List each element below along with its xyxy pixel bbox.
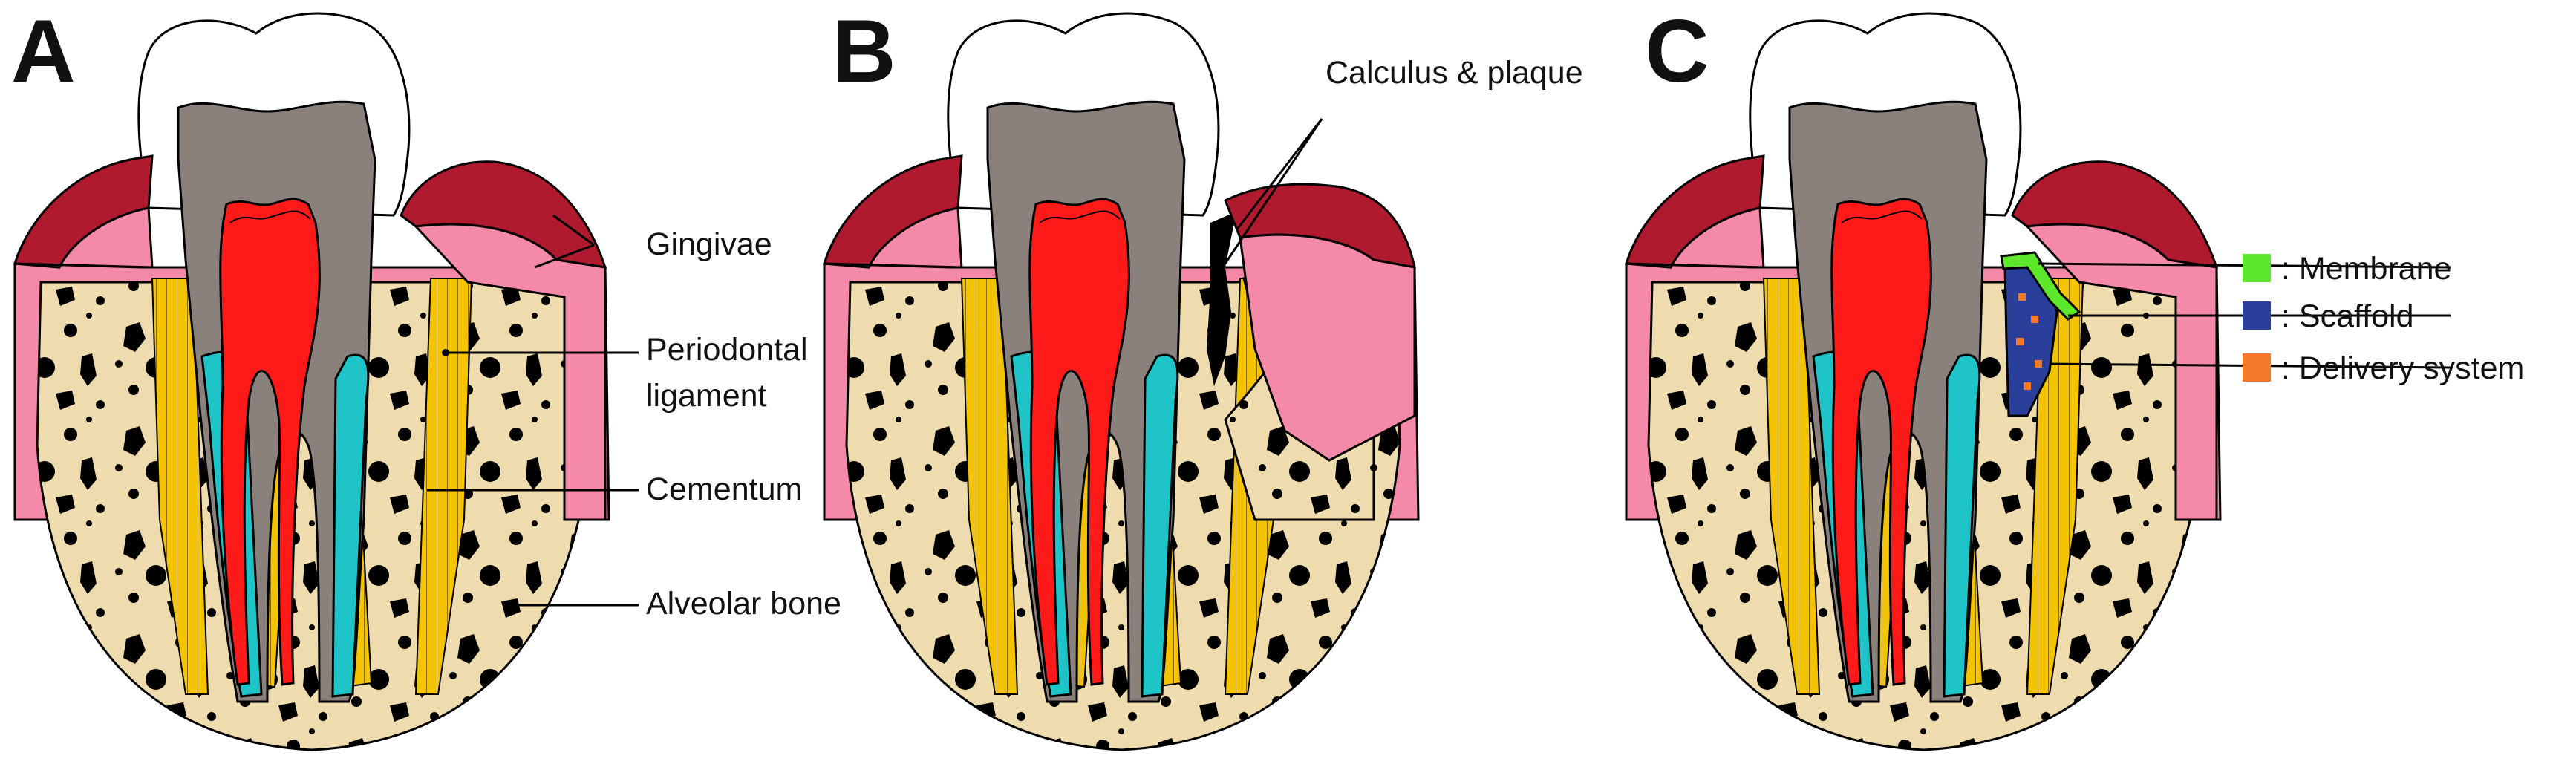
panel-b [823, 12, 1420, 751]
cementum-label: Cementum [646, 471, 802, 507]
legend-swatch-delivery [2243, 353, 2271, 382]
panel-a [13, 12, 639, 751]
legend-swatch-scaffold [2243, 301, 2271, 330]
calculus-deposit [1207, 212, 1236, 386]
panel-letter-b: B [832, 1, 896, 101]
periodontal-label-line2: ligament [646, 378, 767, 414]
calculus-plaque-label: Calculus & plaque [1326, 55, 1583, 91]
gingivae-leader [552, 214, 595, 247]
gingivae-label: Gingivae [646, 226, 772, 262]
legend: : Membrane : Scaffold : Delivery system [2243, 251, 2524, 386]
panel-letter-c: C [1645, 1, 1709, 101]
alveolar-bone-label: Alveolar bone [646, 586, 841, 621]
membrane-region [2000, 251, 2081, 321]
calculus-leader [1216, 118, 1323, 275]
legend-scaffold-label: : Scaffold [2281, 298, 2414, 334]
legend-delivery-label: : Delivery system [2281, 350, 2524, 386]
legend-swatch-membrane [2243, 254, 2271, 282]
periodontal-label-line1: Periodontal [646, 332, 808, 368]
panel-letter-a: A [11, 1, 76, 101]
legend-membrane-label: : Membrane [2281, 251, 2451, 287]
